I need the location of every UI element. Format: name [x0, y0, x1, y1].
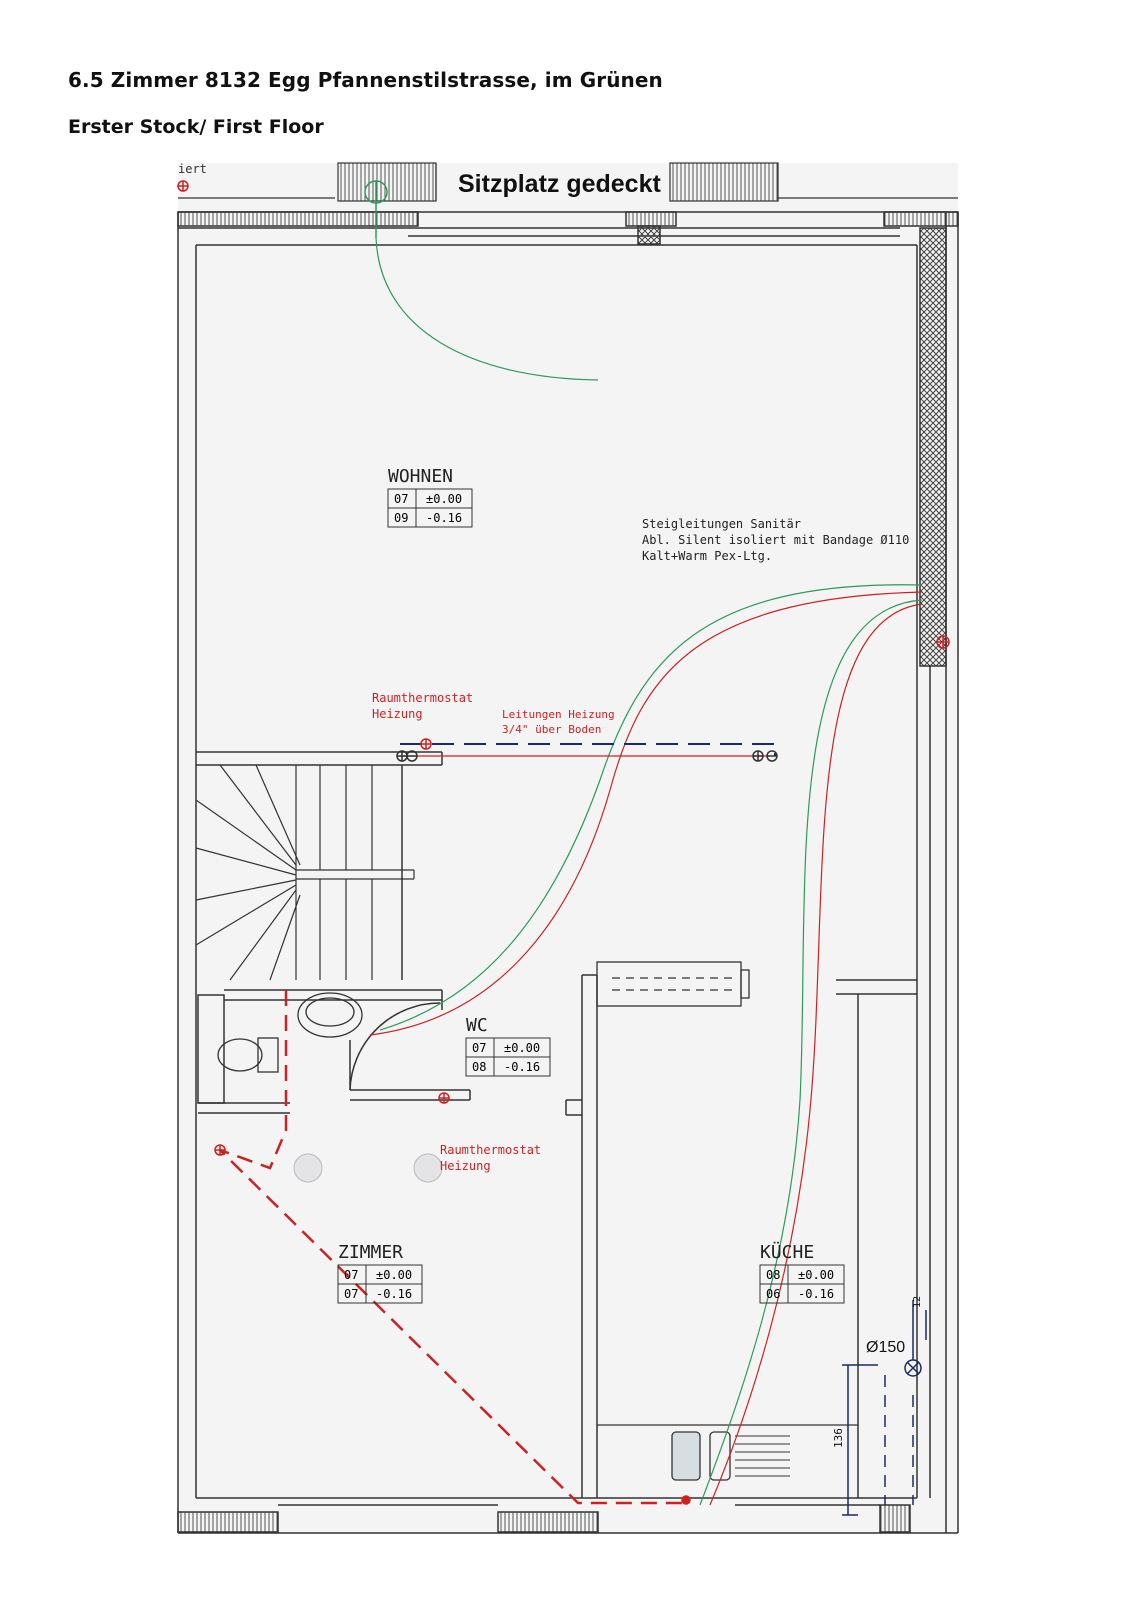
washbasin-icon [297, 992, 363, 1038]
note-line: Raumthermostat [372, 691, 473, 705]
level-value: -0.16 [426, 511, 462, 525]
heating-line-red-dashed [219, 990, 690, 1505]
staircase [195, 764, 415, 981]
level-value: ±0.00 [504, 1041, 540, 1055]
level-code: 07 [472, 1041, 486, 1055]
toilet-icon [217, 1038, 263, 1072]
note-line: Steigleitungen Sanitär [642, 517, 801, 531]
heating-lines-note: Leitungen Heizung 3/4" über Boden [502, 708, 615, 736]
note-line: Kalt+Warm Pex-Ltg. [642, 549, 772, 563]
room-name: WC [466, 1015, 488, 1036]
level-value: -0.16 [376, 1287, 412, 1301]
document-title: 6.5 Zimmer 8132 Egg Pfannenstilstrasse, … [68, 68, 663, 92]
corner-fragment: iert [178, 162, 207, 176]
note-line: Heizung [372, 707, 423, 721]
note-line: Abl. Silent isoliert mit Bandage Ø110 [642, 533, 909, 547]
note-line: Leitungen Heizung [502, 708, 615, 721]
sink-drainboard [735, 1435, 790, 1477]
level-value: ±0.00 [798, 1268, 834, 1282]
level-code: 07 [344, 1268, 358, 1282]
room-wohnen: WOHNEN 07 ±0.00 09 -0.16 [387, 466, 473, 528]
dim-diameter: Ø150 [866, 1339, 905, 1356]
note-line: Heizung [440, 1159, 491, 1173]
wc-fixtures [217, 992, 363, 1073]
connection-markers [214, 180, 950, 1505]
vent-duct [842, 1300, 927, 1516]
room-kueche: KÜCHE 08 ±0.00 06 -0.16 [759, 1241, 845, 1304]
level-value: -0.16 [504, 1060, 540, 1074]
dim-136: 136 [832, 1428, 845, 1448]
exterior-walls [177, 211, 959, 1534]
interior-walls [196, 751, 917, 1498]
kitchen-counter [596, 961, 858, 1481]
level-code: 09 [394, 511, 408, 525]
corner-marker-icon [177, 180, 189, 192]
room-name: KÜCHE [760, 1241, 814, 1263]
ceiling-lamp-icon [413, 1153, 443, 1183]
level-value: -0.16 [798, 1287, 834, 1301]
level-value: ±0.00 [426, 492, 462, 506]
level-code: 08 [472, 1060, 486, 1074]
room-name: WOHNEN [388, 466, 453, 487]
document-subtitle: Erster Stock/ First Floor [68, 116, 324, 138]
note-line: Raumthermostat [440, 1143, 541, 1157]
level-value: ±0.00 [376, 1268, 412, 1282]
note-line: 3/4" über Boden [502, 723, 601, 736]
terrace-label: Sitzplatz gedeckt [458, 170, 661, 198]
thermostat-note-lower: Raumthermostat Heizung [440, 1143, 541, 1173]
plan-sheet [178, 163, 958, 1533]
room-wc: WC 07 ±0.00 08 -0.16 [465, 1015, 551, 1077]
terrace-area [178, 162, 958, 202]
ceiling-lamp-icon [293, 1153, 323, 1183]
water-pipes-red [369, 591, 923, 1506]
thermostat-note-upper: Raumthermostat Heizung [372, 691, 473, 721]
level-code: 06 [766, 1287, 780, 1301]
room-name: ZIMMER [338, 1242, 403, 1263]
level-code: 07 [344, 1287, 358, 1301]
level-code: 08 [766, 1268, 780, 1282]
water-pipes-green [375, 237, 923, 1506]
dim-12: 12 [912, 1296, 923, 1308]
room-zimmer: ZIMMER 07 ±0.00 07 -0.16 [337, 1242, 423, 1304]
level-code: 07 [394, 492, 408, 506]
sanitary-riser-note: Steigleitungen Sanitär Abl. Silent isoli… [642, 517, 909, 563]
